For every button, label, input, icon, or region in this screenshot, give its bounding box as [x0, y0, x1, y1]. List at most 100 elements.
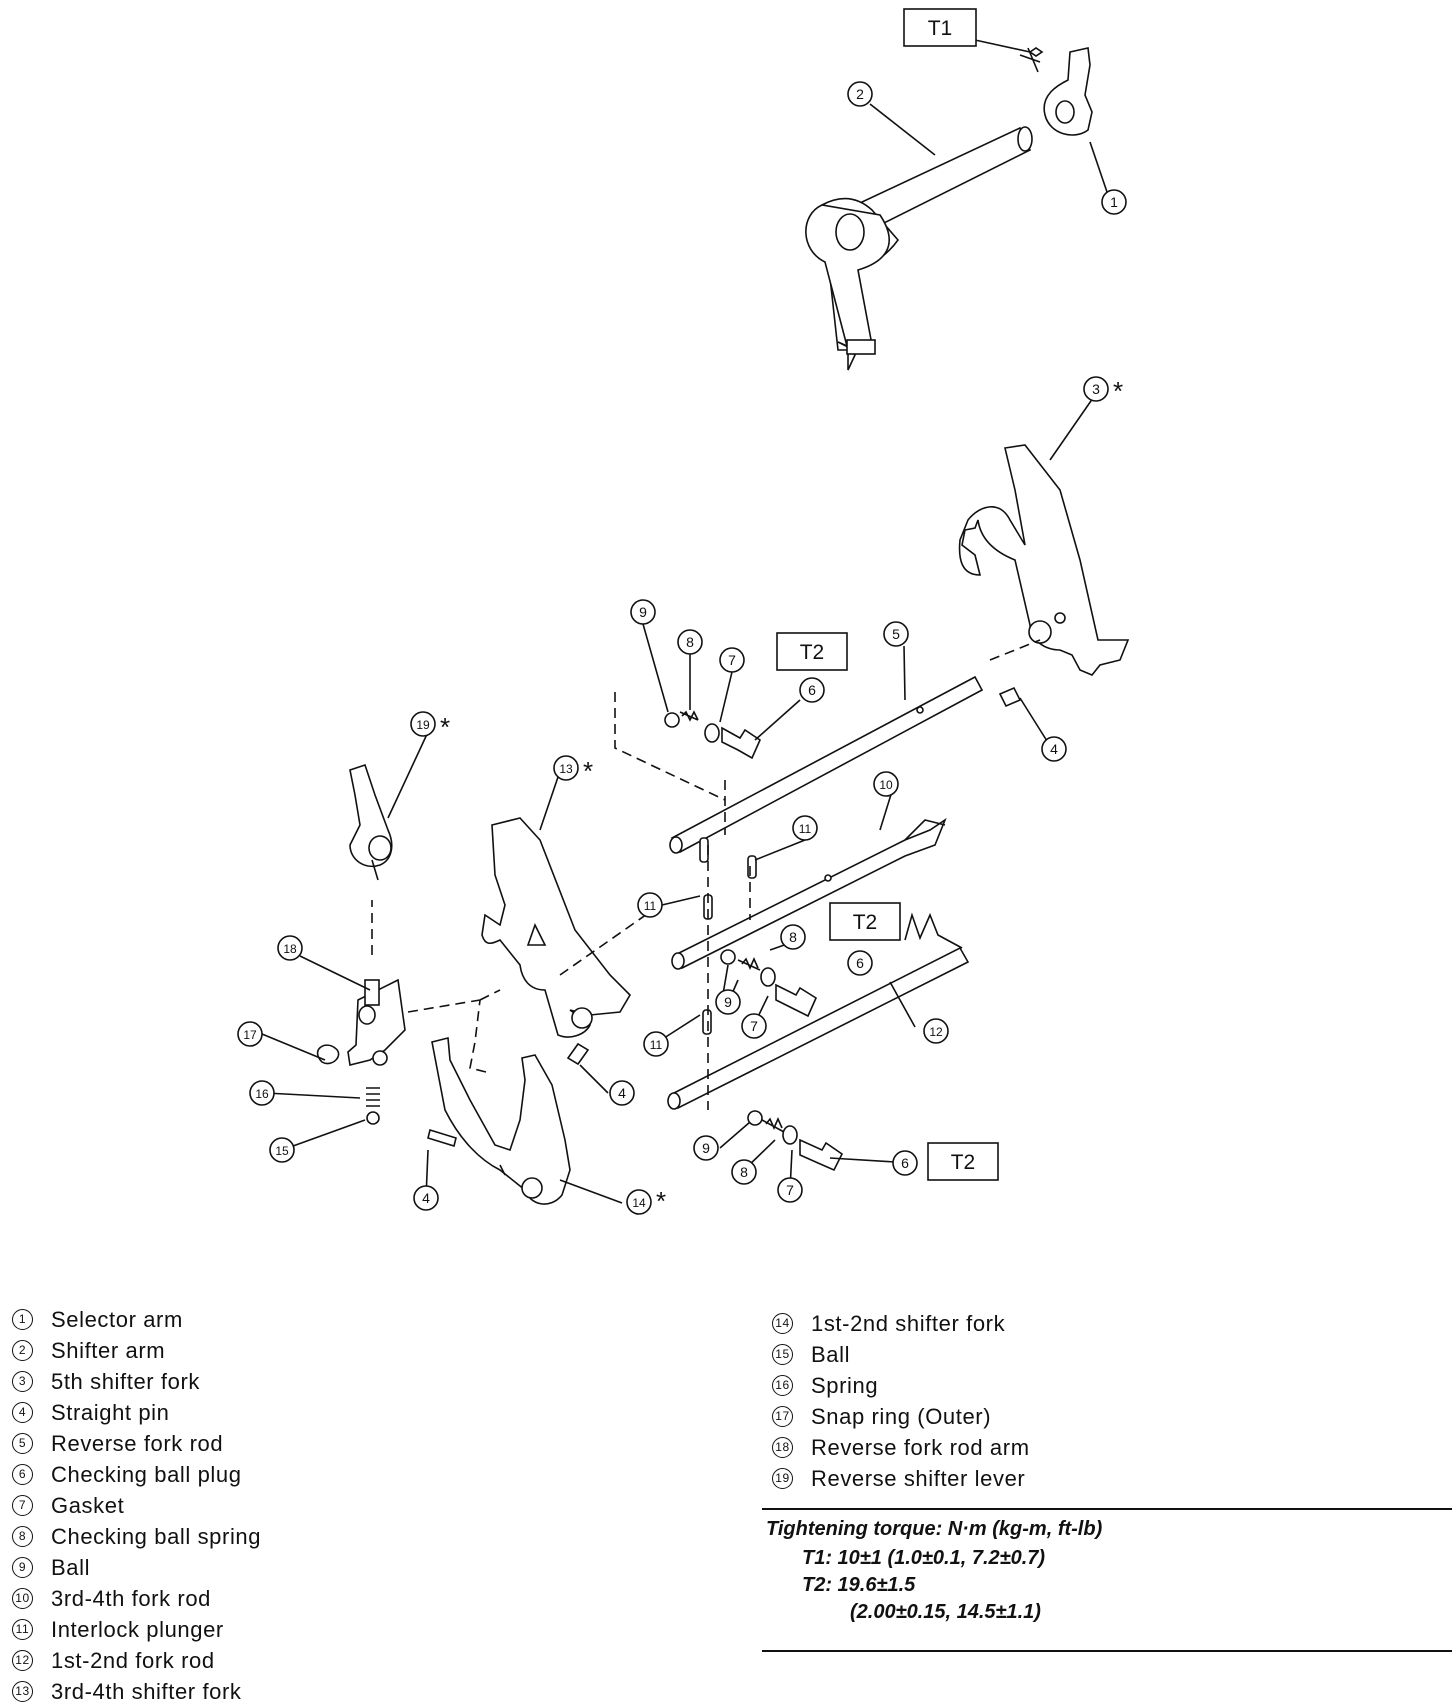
- legend-number: 4: [12, 1402, 33, 1423]
- legend-number: 5: [12, 1433, 33, 1454]
- callout-9c: 9: [702, 1140, 710, 1156]
- callout-14: 14: [632, 1196, 646, 1210]
- legend-number: 13: [12, 1681, 33, 1702]
- third-fourth-shifter-fork-part: [481, 817, 632, 1038]
- callout-4b: 4: [618, 1085, 626, 1101]
- legend-right-column: 14 1st-2nd shifter fork 15 Ball 16 Spring 17 Sn…: [772, 1308, 1030, 1494]
- legend-number: 11: [12, 1619, 33, 1640]
- legend-item: 5 Reverse fork rod: [12, 1428, 261, 1459]
- callout-13: 13: [559, 762, 573, 776]
- callout-17: 17: [243, 1028, 257, 1042]
- legend-item: 3 5th shifter fork: [12, 1366, 261, 1397]
- callout-16: 16: [255, 1087, 269, 1101]
- callout-18: 18: [283, 942, 297, 956]
- legend-number: 17: [772, 1406, 793, 1427]
- torque-tags: T1 T2 T2 T2: [776, 8, 999, 1181]
- asterisk-14: *: [656, 1186, 666, 1216]
- callout-4: 4: [1050, 741, 1058, 757]
- legend-label: Reverse shifter lever: [811, 1466, 1026, 1491]
- callout-9: 9: [639, 604, 647, 620]
- legend-item: 18 Reverse fork rod arm: [772, 1432, 1030, 1463]
- exploded-view-diagram: T1 T2 T2 T2: [237, 8, 1130, 1216]
- torque-title: Tightening torque: N·m (kg-m, ft-lb): [766, 1518, 1103, 1540]
- legend-item: 15 Ball: [772, 1339, 1030, 1370]
- legend-item: 10 3rd-4th fork rod: [12, 1583, 261, 1614]
- legend-number: 16: [772, 1375, 793, 1396]
- callouts: 1 2 3 4 5 6 7 8 9 10 11 11 19 13 18 17 1…: [237, 81, 1127, 1216]
- legend-number: 3: [12, 1371, 33, 1392]
- torque-tag-t2-top: T2: [800, 641, 825, 664]
- legend-item: 1 Selector arm: [12, 1304, 261, 1335]
- callout-11c: 11: [650, 1038, 663, 1052]
- callout-10: 10: [879, 778, 893, 792]
- callout-6b: 6: [856, 955, 864, 971]
- legend-number: 9: [12, 1557, 33, 1578]
- asterisk-marks: * * * *: [440, 376, 1123, 1216]
- callout-6: 6: [808, 682, 816, 698]
- legend-item: 11 Interlock plunger: [12, 1614, 261, 1645]
- callout-8b: 8: [789, 929, 797, 945]
- callout-5: 5: [892, 626, 900, 642]
- legend-label: 1st-2nd shifter fork: [811, 1311, 1006, 1336]
- selector-arm-part: [1019, 47, 1093, 136]
- legend-label: Interlock plunger: [51, 1617, 224, 1642]
- leader-lines: [261, 39, 1108, 1204]
- callout-11b: 11: [644, 899, 657, 913]
- reverse-shifter-lever-part: [349, 763, 393, 881]
- reverse-fork-rod-part: [669, 675, 984, 854]
- small-parts: [316, 686, 1022, 1172]
- legend-label: Gasket: [51, 1493, 125, 1518]
- legend-item: 2 Shifter arm: [12, 1335, 261, 1366]
- legend-item: 9 Ball: [12, 1552, 261, 1583]
- legend-number: 18: [772, 1437, 793, 1458]
- torque-tag-t2-bottom: T2: [951, 1151, 976, 1174]
- callout-8: 8: [686, 634, 694, 650]
- legend-number: 8: [12, 1526, 33, 1547]
- assembly-guide-lines: [371, 639, 1041, 1110]
- callout-6c: 6: [901, 1155, 909, 1171]
- legend-number: 19: [772, 1468, 793, 1489]
- legend-number: 7: [12, 1495, 33, 1516]
- first-second-shifter-fork-part: [431, 1036, 571, 1205]
- legend-left-column: 1 Selector arm 2 Shifter arm 3 5th shifter fo…: [12, 1304, 261, 1707]
- legend-number: 2: [12, 1340, 33, 1361]
- legend-number: 1: [12, 1309, 33, 1330]
- callout-19: 19: [416, 718, 430, 732]
- legend-number: 14: [772, 1313, 793, 1334]
- legend-label: Selector arm: [51, 1307, 183, 1332]
- legend-label: Spring: [811, 1373, 879, 1398]
- fifth-shifter-fork-part: [958, 444, 1130, 676]
- legend-label: 5th shifter fork: [51, 1369, 200, 1394]
- torque-tag-t2-middle: T2: [853, 911, 878, 934]
- callout-4c: 4: [422, 1190, 430, 1206]
- callout-8c: 8: [740, 1164, 748, 1180]
- legend-label: 3rd-4th fork rod: [51, 1586, 212, 1611]
- legend-label: Shifter arm: [51, 1338, 166, 1363]
- shifter-arm-part: [805, 126, 1033, 371]
- legend-item: 13 3rd-4th shifter fork: [12, 1676, 261, 1707]
- asterisk-3: *: [1113, 376, 1123, 406]
- legend-number: 15: [772, 1344, 793, 1365]
- legend-label: Snap ring (Outer): [811, 1404, 992, 1429]
- callout-7c: 7: [786, 1182, 794, 1198]
- callout-11: 11: [799, 822, 812, 836]
- asterisk-19: *: [440, 712, 450, 742]
- callout-7b: 7: [750, 1018, 758, 1034]
- torque-tag-t1: T1: [928, 17, 953, 40]
- legend-label: 3rd-4th shifter fork: [51, 1679, 242, 1704]
- legend-label: Reverse fork rod: [51, 1431, 224, 1456]
- torque-t2-alt: (2.00±0.15, 14.5±1.1): [850, 1601, 1041, 1623]
- callout-15: 15: [275, 1144, 289, 1158]
- legend-label: 1st-2nd fork rod: [51, 1648, 215, 1673]
- tightening-torque-box: Tightening torque: N·m (kg-m, ft-lb) T1:…: [762, 1508, 1452, 1652]
- legend-number: 10: [12, 1588, 33, 1609]
- legend-item: 16 Spring: [772, 1370, 1030, 1401]
- legend-label: Reverse fork rod arm: [811, 1435, 1030, 1460]
- legend-label: Ball: [51, 1555, 91, 1580]
- callout-9b: 9: [724, 994, 732, 1010]
- callout-7: 7: [728, 652, 736, 668]
- legend-label: Ball: [811, 1342, 851, 1367]
- legend-item: 14 1st-2nd shifter fork: [772, 1308, 1030, 1339]
